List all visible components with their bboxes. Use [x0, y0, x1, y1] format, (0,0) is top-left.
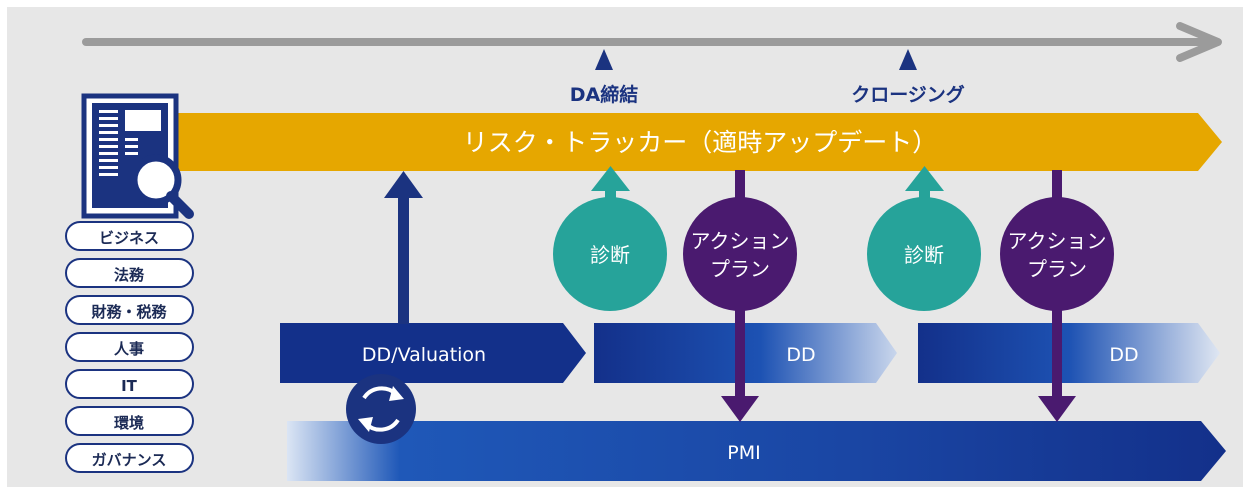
- action-arrow-head-2: [1038, 396, 1076, 422]
- action-plan-circle-1: [683, 197, 797, 311]
- category-label: 法務: [114, 266, 145, 284]
- action-plan-label-1a: アクション: [691, 229, 790, 253]
- dd-valuation-label: DD/Valuation: [362, 344, 486, 366]
- action-plan-label-1b: プラン: [710, 257, 770, 281]
- pmi-label: PMI: [727, 442, 760, 464]
- risk-tracker-bar: [168, 113, 1222, 171]
- category-item-it: IT: [65, 369, 194, 399]
- category-label: ビジネス: [99, 229, 159, 247]
- category-item-business: ビジネス: [65, 221, 194, 251]
- document-search-icon: [81, 93, 194, 219]
- category-label: 人事: [114, 340, 144, 358]
- dd-label-1: DD: [786, 344, 815, 366]
- closing-milestone-marker: [899, 49, 917, 70]
- closing-milestone-label: クロージング: [851, 83, 965, 106]
- dd-label-2: DD: [1109, 344, 1138, 366]
- action-plan-circle-2: [1000, 197, 1114, 311]
- category-label: 環境: [114, 414, 144, 432]
- da-milestone-marker: [595, 49, 613, 70]
- category-item-legal: 法務: [65, 258, 194, 288]
- pmi-bar: [287, 421, 1226, 481]
- category-item-hr: 人事: [65, 332, 194, 362]
- dd-bar-1: [594, 323, 897, 383]
- diagnosis-circle-1: [553, 197, 667, 311]
- da-milestone-label: DA締結: [570, 83, 638, 106]
- cycle-arrows-icon: [346, 374, 416, 444]
- category-item-environment: 環境: [65, 406, 194, 436]
- category-label: 財務・税務: [90, 303, 167, 321]
- dd-bar-2: [918, 323, 1220, 383]
- diagnosis-label-1: 診断: [590, 243, 630, 267]
- action-arrow-head-1: [721, 396, 759, 422]
- category-list: ビジネス 法務 財務・税務 人事 IT 環境 ガバナンス: [65, 221, 194, 473]
- diagnosis-circle-2: [867, 197, 981, 311]
- category-label: ガバナンス: [92, 451, 167, 469]
- dd-to-tracker-arrow: [384, 171, 423, 324]
- timeline-arrow: [82, 22, 1222, 62]
- dd-valuation-bar: [280, 323, 586, 383]
- category-item-finance-tax: 財務・税務: [65, 295, 194, 325]
- diagnosis-label-2: 診断: [904, 243, 944, 267]
- category-item-governance: ガバナンス: [65, 443, 194, 473]
- action-plan-label-2a: アクション: [1008, 229, 1107, 253]
- risk-tracker-label: リスク・トラッカー（適時アップデート）: [463, 128, 938, 157]
- category-label: IT: [121, 377, 138, 395]
- action-plan-label-2b: プラン: [1027, 257, 1087, 281]
